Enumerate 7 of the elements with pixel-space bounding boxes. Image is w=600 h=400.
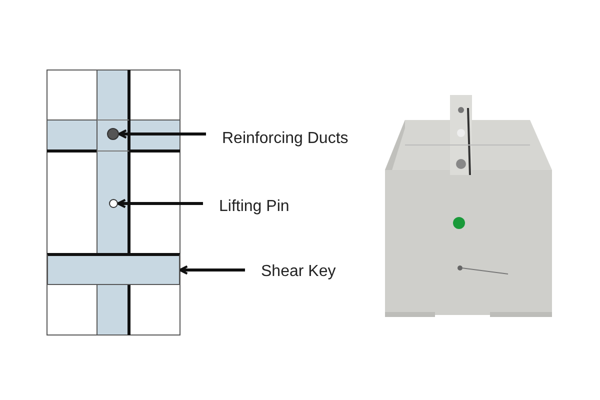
part-label: Lifting Pin xyxy=(219,197,301,217)
shear-key-band xyxy=(47,253,180,285)
arrow xyxy=(116,198,203,208)
arrow xyxy=(118,129,206,139)
part-label: Shear Key xyxy=(261,262,341,282)
arrow xyxy=(178,265,245,275)
part-label: Reinforcing Ducts xyxy=(222,129,368,149)
